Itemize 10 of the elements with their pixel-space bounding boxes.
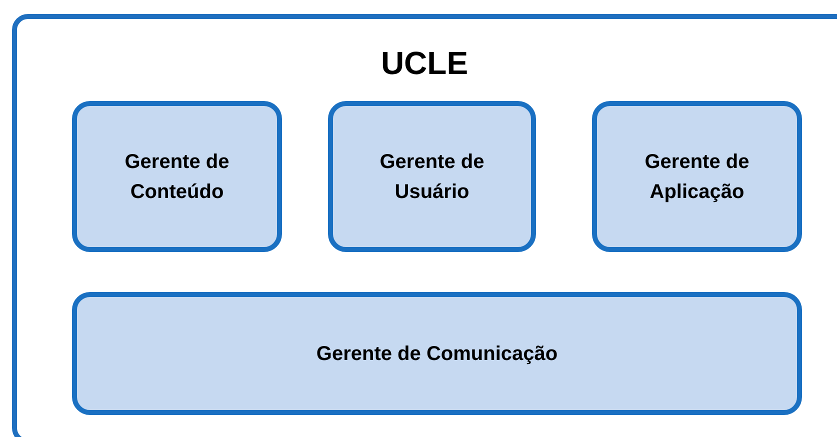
component-box	[72, 101, 282, 252]
component-box	[72, 292, 802, 415]
system-container	[12, 14, 837, 437]
component-label: Gerente de Conteúdo	[124, 150, 230, 204]
system-title: UCLE	[380, 45, 470, 82]
component-label: Gerente de Usuário	[378, 150, 486, 204]
component-label: Gerente de Aplicação	[644, 150, 750, 204]
component-label: Gerente de Comunicação	[316, 342, 558, 366]
component-box	[592, 101, 802, 252]
component-box	[328, 101, 536, 252]
